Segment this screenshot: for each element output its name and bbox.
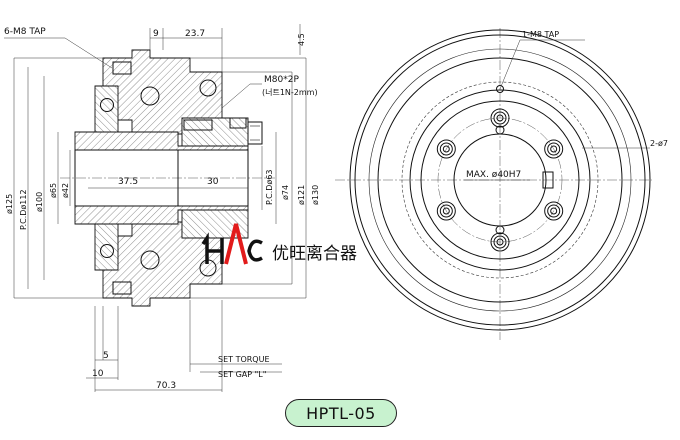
- bolt-hole: [436, 201, 456, 221]
- bolt-hole: [493, 235, 507, 249]
- bolt-hole: [490, 232, 510, 252]
- dim-4-5: 4.5: [297, 33, 306, 46]
- dia-121: ø121: [297, 185, 306, 205]
- bolt-hole: [544, 201, 564, 221]
- bolt-hole: [550, 207, 558, 215]
- pcd-112: P.C.Dø112: [19, 189, 28, 230]
- bolt-hole: [547, 142, 561, 156]
- logo-chinese-text: 优旺离合器: [272, 244, 357, 264]
- dim-37-5: 37.5: [118, 177, 138, 187]
- dia-130: ø130: [311, 185, 320, 205]
- front-bolt-holes: [436, 108, 564, 252]
- dim-30: 30: [207, 177, 219, 187]
- side-section-view: [4, 24, 307, 392]
- set-gap-label: SET GAP "L": [218, 370, 266, 379]
- bolt-hole: [496, 114, 504, 122]
- model-badge: HPTL-05: [285, 399, 397, 427]
- bolt-hole: [550, 145, 558, 153]
- dim-5: 5: [103, 351, 109, 361]
- bolt-hole: [493, 111, 507, 125]
- dim-70-3: 70.3: [156, 381, 176, 391]
- tap-label-front: 1-M8 TAP: [522, 30, 559, 39]
- bolt-hole: [439, 204, 453, 218]
- dia-74: ø74: [281, 185, 290, 200]
- dim-23-7: 23.7: [185, 29, 205, 39]
- hole-label-front: 2-ø7: [650, 139, 668, 148]
- dia-100: ø100: [35, 192, 44, 212]
- bolt-hole: [442, 207, 450, 215]
- bolt-hole: [439, 142, 453, 156]
- tap-label-side: 6-M8 TAP: [4, 27, 46, 37]
- bolt-hole: [436, 139, 456, 159]
- bolt-hole: [490, 108, 510, 128]
- bore-label-front: MAX. ø40H7: [466, 170, 521, 180]
- dim-10: 10: [92, 369, 104, 379]
- set-torque-label: SET TORQUE: [218, 355, 270, 364]
- bolt-hole: [496, 238, 504, 246]
- bolt-hole: [442, 145, 450, 153]
- dim-9: 9: [153, 29, 159, 39]
- pcd-63: P.C.Dø63: [265, 170, 274, 205]
- dia-65: ø65: [49, 183, 58, 198]
- front-view: [335, 28, 652, 340]
- thread-label: M80*2P: [264, 75, 299, 85]
- hac-logo: 优旺离合器: [201, 223, 357, 265]
- thread-note: (너트1N-2mm): [262, 87, 318, 97]
- bolt-hole: [544, 139, 564, 159]
- bolt-hole: [547, 204, 561, 218]
- dia-125: ø125: [5, 194, 14, 214]
- dia-42: ø42: [61, 183, 70, 198]
